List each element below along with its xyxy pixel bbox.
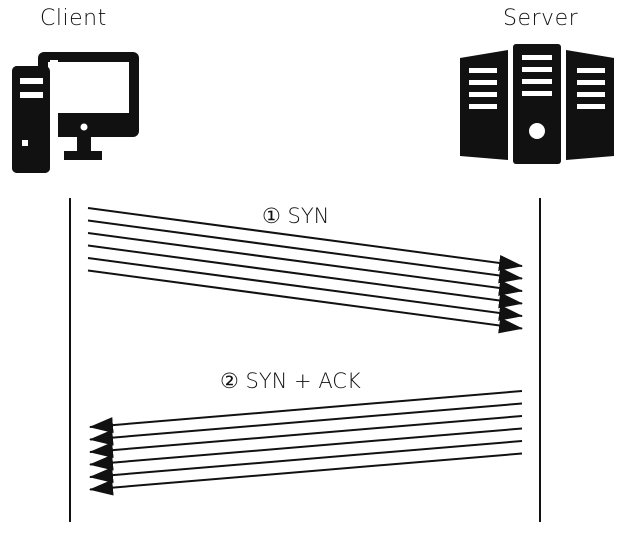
syn-ack-arrows [89, 390, 523, 496]
syn-ack-arrow [89, 440, 523, 484]
syn-ack-message-label: ② SYN + ACK [220, 369, 361, 393]
server-label: Server [503, 6, 579, 31]
syn-arrows [87, 207, 523, 334]
syn-arrow [87, 219, 523, 284]
syn-message-label: ① SYN [262, 204, 329, 228]
syn-ack-arrow [89, 402, 523, 446]
syn-arrow [87, 269, 523, 334]
syn-arrow [87, 207, 523, 271]
desktop-computer-icon [12, 52, 139, 173]
syn-ack-arrow [89, 452, 523, 496]
syn-ack-arrow [89, 415, 523, 459]
syn-arrow [87, 257, 523, 321]
syn-arrow [87, 244, 523, 309]
syn-ack-arrow [89, 427, 523, 471]
syn-ack-arrow [89, 390, 523, 434]
syn-arrow [87, 232, 523, 296]
client-label: Client [40, 6, 107, 31]
server-rack-icon [460, 44, 614, 164]
